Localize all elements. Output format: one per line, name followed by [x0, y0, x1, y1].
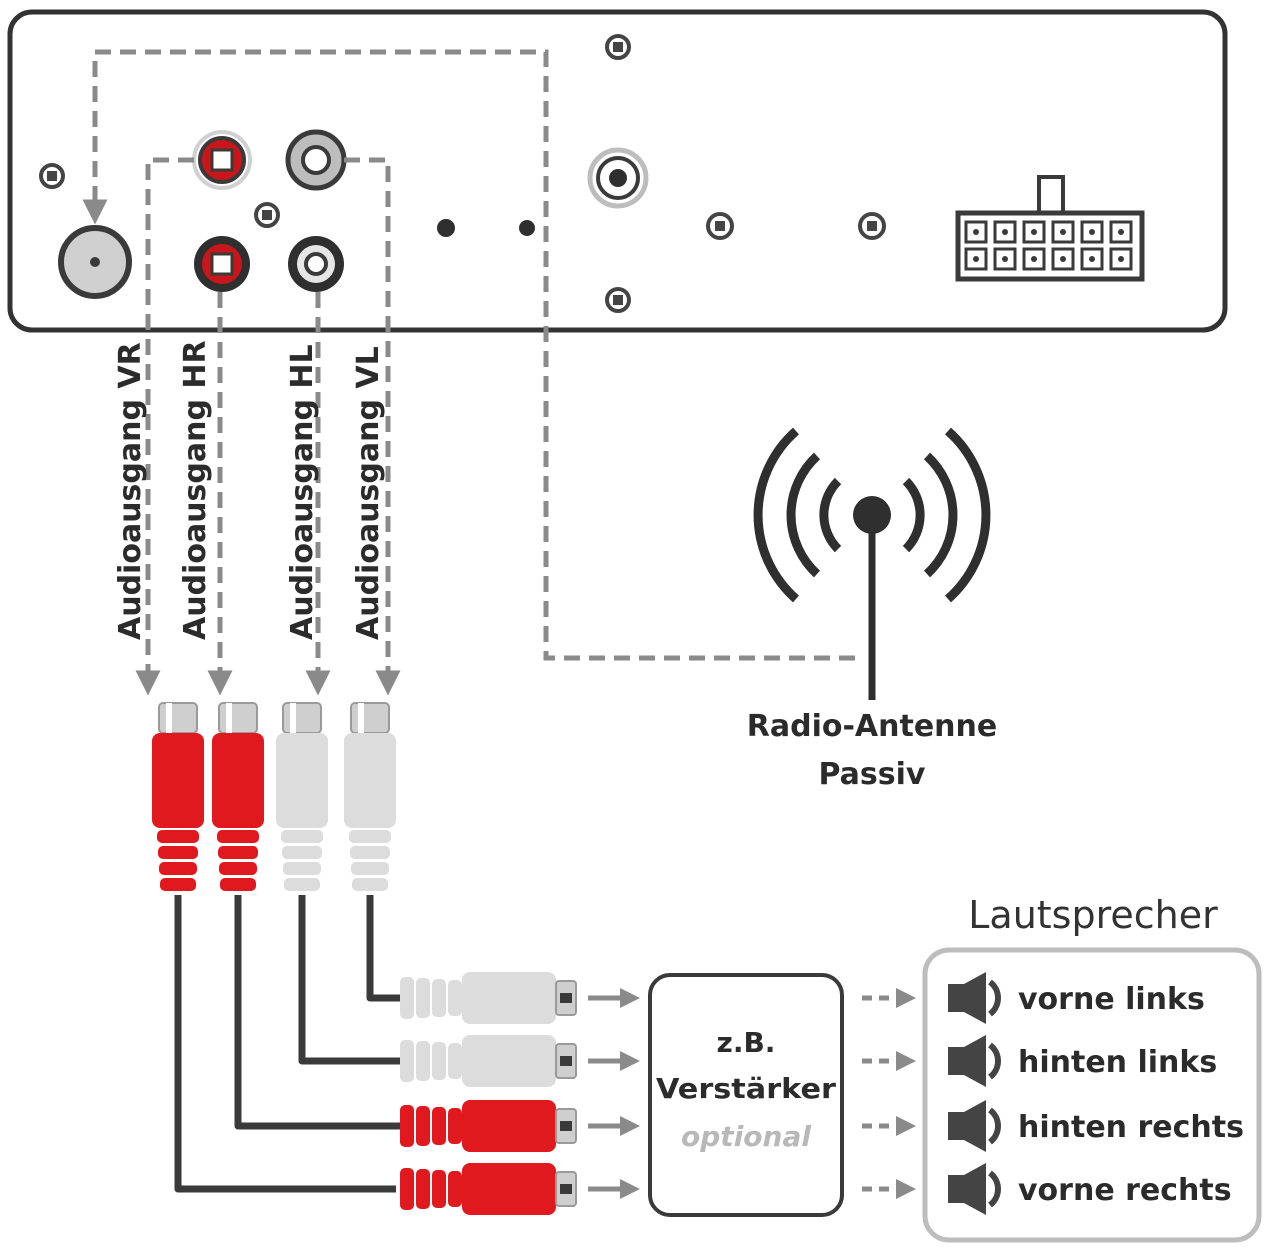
cable-vr — [174, 895, 396, 1193]
rca-plug-horizontal-red — [400, 1163, 577, 1215]
screw-icon — [706, 212, 734, 240]
rca-plug-vertical-white — [344, 702, 396, 891]
arrow-right-icon — [588, 988, 640, 1008]
amplifier-line1: z.B. — [717, 1026, 776, 1059]
screw-icon — [254, 202, 280, 228]
round-connector — [587, 147, 649, 209]
arrow-right-icon — [862, 1116, 916, 1136]
iso-connector — [955, 175, 1145, 282]
output-label-hr: Audioausgang HR — [178, 340, 213, 640]
rca-plug-vertical-white — [276, 702, 328, 891]
speaker-item: hinten rechts — [948, 1100, 1244, 1152]
speaker-icon — [948, 972, 1001, 1024]
arrow-right-icon — [588, 1179, 640, 1199]
head-unit-panel — [7, 9, 1228, 333]
speaker-icon — [948, 1163, 1001, 1215]
screw-icon — [39, 163, 65, 189]
panel-dot — [519, 220, 535, 236]
rca-socket-white-bottom — [288, 236, 344, 292]
antenna-icon — [753, 427, 991, 700]
speaker-item: vorne links — [948, 972, 1205, 1024]
rca-plug-horizontal-red — [400, 1100, 577, 1152]
speaker-icon — [948, 1035, 1001, 1087]
amplifier-box: z.B. Verstärker optional — [648, 973, 844, 1217]
speaker-label: vorne rechts — [1018, 1173, 1232, 1208]
speaker-item: hinten links — [948, 1035, 1217, 1087]
cable-vl — [366, 895, 400, 1002]
antenna-input-jack — [58, 225, 132, 299]
antenna-cable-line — [82, 49, 855, 661]
screw-icon — [605, 287, 631, 313]
rca-socket-red-bottom — [194, 236, 250, 292]
speakers-box — [922, 947, 1262, 1243]
speaker-label: hinten rechts — [1018, 1110, 1244, 1145]
output-line-vl — [344, 157, 401, 696]
rca-plug-vertical-red — [212, 702, 264, 891]
cable-hl — [298, 895, 400, 1065]
antenna-label-line1: Radio-Antenne — [747, 709, 998, 744]
antenna-label-line2: Passiv — [819, 757, 926, 792]
rca-socket-white-top — [285, 129, 347, 191]
output-label-vr: Audioausgang VR — [113, 342, 148, 640]
cable-hr — [234, 895, 400, 1130]
output-label-hl: Audioausgang HL — [285, 344, 320, 640]
arrow-right-icon — [862, 1051, 916, 1071]
output-line-vr — [135, 157, 194, 696]
arrow-right-icon — [862, 988, 916, 1008]
screw-icon — [858, 212, 886, 240]
speaker-label: hinten links — [1018, 1045, 1217, 1080]
screw-icon — [605, 34, 631, 60]
rca-socket-red-top — [192, 130, 252, 190]
arrow-right-icon — [588, 1116, 640, 1136]
speaker-label: vorne links — [1018, 982, 1205, 1017]
rca-plug-horizontal-white — [400, 972, 577, 1024]
output-label-vl: Audioausgang VL — [351, 346, 386, 640]
amplifier-line2: Verstärker — [656, 1072, 836, 1105]
speakers-title: Lautsprecher — [968, 893, 1218, 937]
arrow-right-icon — [588, 1051, 640, 1071]
arrow-right-icon — [862, 1179, 916, 1199]
rca-plug-horizontal-white — [400, 1035, 577, 1087]
speaker-item: vorne rechts — [948, 1163, 1232, 1215]
amplifier-line3: optional — [681, 1120, 811, 1153]
panel-dot — [437, 219, 455, 237]
speaker-icon — [948, 1100, 1001, 1152]
rca-plug-vertical-red — [152, 702, 204, 891]
